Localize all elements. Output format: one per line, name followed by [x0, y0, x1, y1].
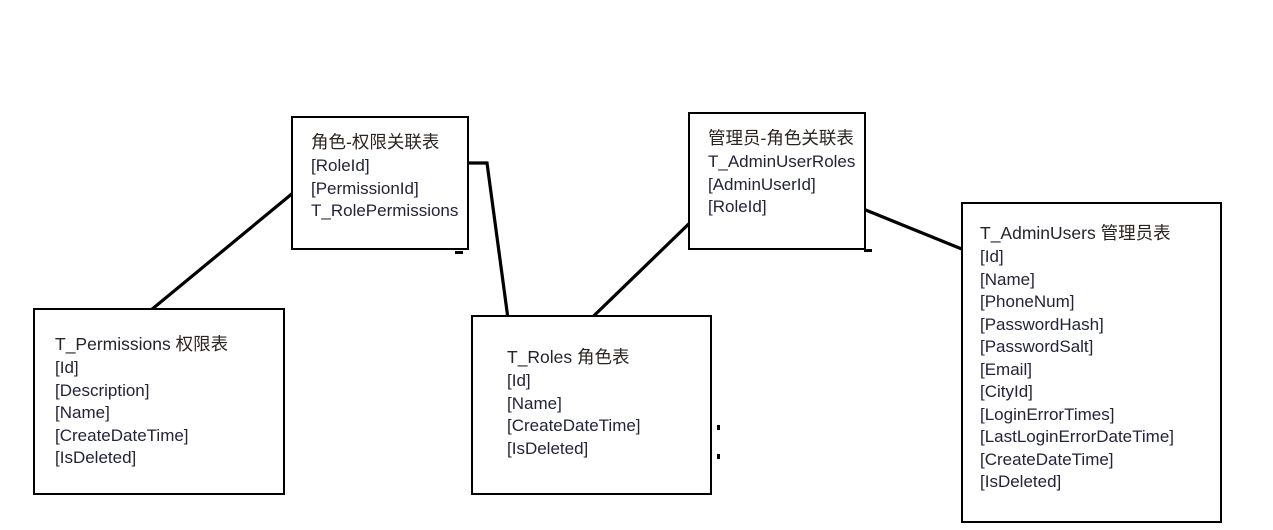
field-row: [RoleId]: [311, 156, 370, 175]
field-row: [Id]: [980, 247, 1004, 266]
entity-title-cn: 角色-权限关联表: [311, 132, 440, 152]
entity-title-cn: 管理员-角色关联表: [708, 128, 854, 148]
entity-title: 管理员-角色关联表: [708, 126, 864, 150]
tick-mark: [455, 251, 463, 254]
field-row: [PermissionId]: [311, 178, 419, 198]
tick-mark: [717, 454, 720, 459]
entity-title-en: T_Roles: [507, 347, 573, 367]
entity-box-roles[interactable]: T_Roles 角色表 [Id] [Name] [CreateDateTime]…: [471, 315, 712, 495]
field-row: [Email]: [980, 359, 1032, 379]
field-row: [Name]: [507, 393, 562, 413]
field-row: [PasswordSalt]: [980, 337, 1094, 356]
entity-box-permissions[interactable]: T_Permissions 权限表 [Id] [Description] [Na…: [33, 308, 285, 495]
entity-content: T_Permissions 权限表 [Id] [Description] [Na…: [35, 310, 283, 470]
field-row: [PasswordHash]: [980, 314, 1104, 334]
field-row: [PhoneNum]: [980, 292, 1075, 311]
field-row: [IsDeleted]: [980, 472, 1062, 491]
entity-title-en: T_Permissions: [55, 334, 171, 354]
entity-content: 管理员-角色关联表 T_AdminUserRoles [AdminUserId]…: [690, 114, 864, 219]
entity-content: T_Roles 角色表 [Id] [Name] [CreateDateTime]…: [473, 317, 710, 460]
field-row: [Id]: [507, 371, 531, 390]
field-row: [CreateDateTime]: [55, 425, 189, 445]
entity-title-cn: 角色表: [577, 347, 630, 367]
field-row: [Id]: [55, 358, 79, 377]
field-row: [IsDeleted]: [55, 448, 137, 468]
entity-title: T_AdminUsers 管理员表: [980, 221, 1220, 245]
entity-title: T_Roles 角色表: [507, 345, 710, 369]
entity-title: 角色-权限关联表: [311, 130, 467, 154]
field-row: T_RolePermissions: [311, 201, 459, 221]
entity-content: T_AdminUsers 管理员表 [Id] [Name] [PhoneNum]…: [963, 204, 1220, 494]
field-row: [Name]: [980, 269, 1035, 289]
entity-title-cn: 权限表: [175, 334, 229, 354]
field-row: [Name]: [55, 403, 110, 423]
field-row: T_AdminUserRoles: [708, 152, 856, 171]
entity-content: 角色-权限关联表 [RoleId] [PermissionId] T_RoleP…: [293, 118, 467, 223]
field-row: [CreateDateTime]: [507, 416, 641, 436]
field-row: [AdminUserId]: [708, 174, 816, 194]
entity-box-role-permissions[interactable]: 角色-权限关联表 [RoleId] [PermissionId] T_RoleP…: [291, 116, 469, 250]
field-row: [CityId]: [980, 382, 1033, 401]
field-row: [IsDeleted]: [507, 438, 589, 458]
entity-box-admin-users[interactable]: T_AdminUsers 管理员表 [Id] [Name] [PhoneNum]…: [961, 202, 1222, 523]
field-row: [RoleId]: [708, 197, 767, 217]
entity-box-admin-user-roles[interactable]: 管理员-角色关联表 T_AdminUserRoles [AdminUserId]…: [688, 112, 866, 250]
field-row: [LastLoginErrorDateTime]: [980, 427, 1175, 446]
entity-title: T_Permissions 权限表: [55, 332, 283, 356]
field-row: [CreateDateTime]: [980, 449, 1114, 469]
field-row: [LoginErrorTimes]: [980, 404, 1115, 424]
tick-mark: [717, 425, 720, 430]
field-row: [Description]: [55, 380, 150, 400]
entity-title-en: T_AdminUsers: [980, 223, 1096, 243]
entity-title-cn: 管理员表: [1100, 223, 1171, 243]
